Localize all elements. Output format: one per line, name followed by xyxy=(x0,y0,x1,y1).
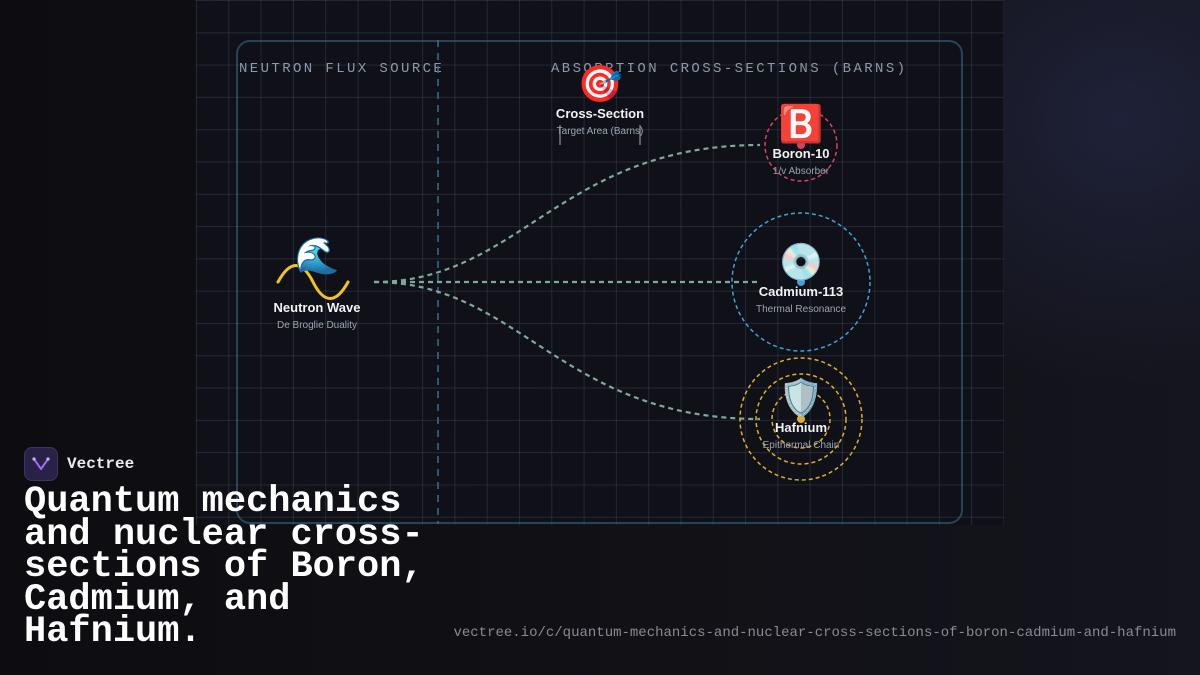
hafnium-core-dot xyxy=(797,415,805,423)
target-icon: 🎯 xyxy=(577,63,623,104)
node-title: Cross-Section xyxy=(555,106,645,121)
node-cross-section: 🎯 Cross-Section Target Area (Barns) xyxy=(555,63,645,138)
page-title: Quantum mechanics and nuclear cross-sect… xyxy=(24,481,424,653)
brand-name: Vectree xyxy=(67,455,135,473)
vectree-logo-icon xyxy=(24,447,58,481)
zone-label-absorption-cross-sections: ABSORPTION CROSS-SECTIONS (BARNS) xyxy=(551,61,908,77)
node-subtitle: Epithermal Chain xyxy=(762,440,840,451)
node-subtitle: 1/v Absorber xyxy=(772,166,830,177)
cadmium-ring xyxy=(731,212,871,352)
boron-ring xyxy=(764,108,838,182)
node-subtitle: De Broglie Duality xyxy=(276,320,358,331)
node-title: Cadmium-113 xyxy=(758,284,844,299)
diagram-panel xyxy=(236,40,963,524)
footer-url-link[interactable]: vectree.io/c/quantum-mechanics-and-nucle… xyxy=(453,625,1176,641)
zone-label-neutron-flux-source: NEUTRON FLUX SOURCE xyxy=(239,61,445,77)
brand[interactable]: Vectree xyxy=(24,447,134,481)
hafnium-ring-middle xyxy=(755,373,847,465)
hafnium-ring-inner xyxy=(771,389,831,449)
node-title: Neutron Wave xyxy=(273,300,361,315)
hafnium-ring-outer xyxy=(739,357,863,481)
node-neutron-wave: 🌊 Neutron Wave De Broglie Duality xyxy=(273,235,361,332)
boron-core-dot xyxy=(797,141,805,149)
node-boron-10: 🅱️ Boron-10 1/v Absorber xyxy=(772,103,830,178)
cadmium-core-dot xyxy=(797,278,805,286)
node-subtitle: Thermal Resonance xyxy=(755,304,847,315)
node-hafnium: 🛡️ Hafnium Epithermal Chain xyxy=(762,377,840,452)
wave-emoji-icon: 🌊 xyxy=(294,235,340,276)
path-to-boron xyxy=(373,143,761,284)
boron-b-icon: 🅱️ xyxy=(778,103,824,144)
disc-icon: 💿 xyxy=(778,241,824,282)
wave-icon xyxy=(276,264,350,300)
node-title: Boron-10 xyxy=(772,146,830,161)
node-title: Hafnium xyxy=(775,420,827,435)
node-cadmium-113: 💿 Cadmium-113 Thermal Resonance xyxy=(755,241,847,316)
node-subtitle: Target Area (Barns) xyxy=(556,126,644,137)
shield-icon: 🛡️ xyxy=(778,377,824,418)
path-to-hafnium xyxy=(373,280,761,421)
blueprint-grid xyxy=(196,0,1004,525)
